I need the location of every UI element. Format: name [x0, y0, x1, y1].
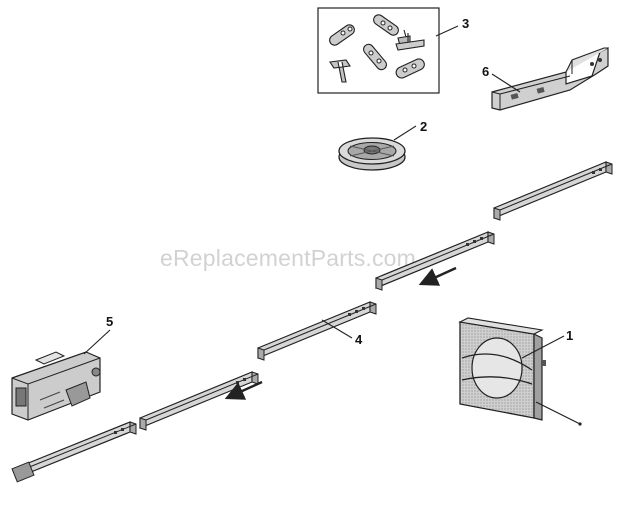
callout-3: 3	[462, 16, 469, 31]
leader-line-3	[435, 25, 459, 37]
leader-line-5	[83, 329, 111, 355]
callout-5: 5	[106, 314, 113, 329]
callout-6: 6	[482, 64, 489, 79]
master-link-2	[373, 14, 399, 36]
header-bracket	[491, 47, 609, 111]
leader-line-2	[393, 125, 417, 141]
callout-2: 2	[420, 119, 427, 134]
pulley	[338, 137, 406, 171]
leader-line-6	[491, 73, 521, 93]
clip-3	[329, 59, 351, 83]
chain-link-hardware-set	[317, 7, 440, 94]
cover-wheel-assembly	[458, 317, 582, 426]
clip-2	[395, 33, 425, 51]
leader-line-4	[321, 319, 353, 339]
master-link-3	[363, 43, 387, 71]
rail-sections	[11, 161, 613, 483]
direction-arrow-lower	[224, 380, 263, 400]
callout-1: 1	[566, 328, 573, 343]
master-link-4	[395, 58, 425, 79]
rail-section-a	[15, 421, 131, 479]
trolley	[11, 351, 101, 421]
watermark-text: eReplacementParts.com	[160, 245, 416, 271]
callout-4: 4	[355, 332, 363, 347]
leader-line-1	[521, 335, 565, 359]
direction-arrow-upper	[418, 266, 457, 286]
